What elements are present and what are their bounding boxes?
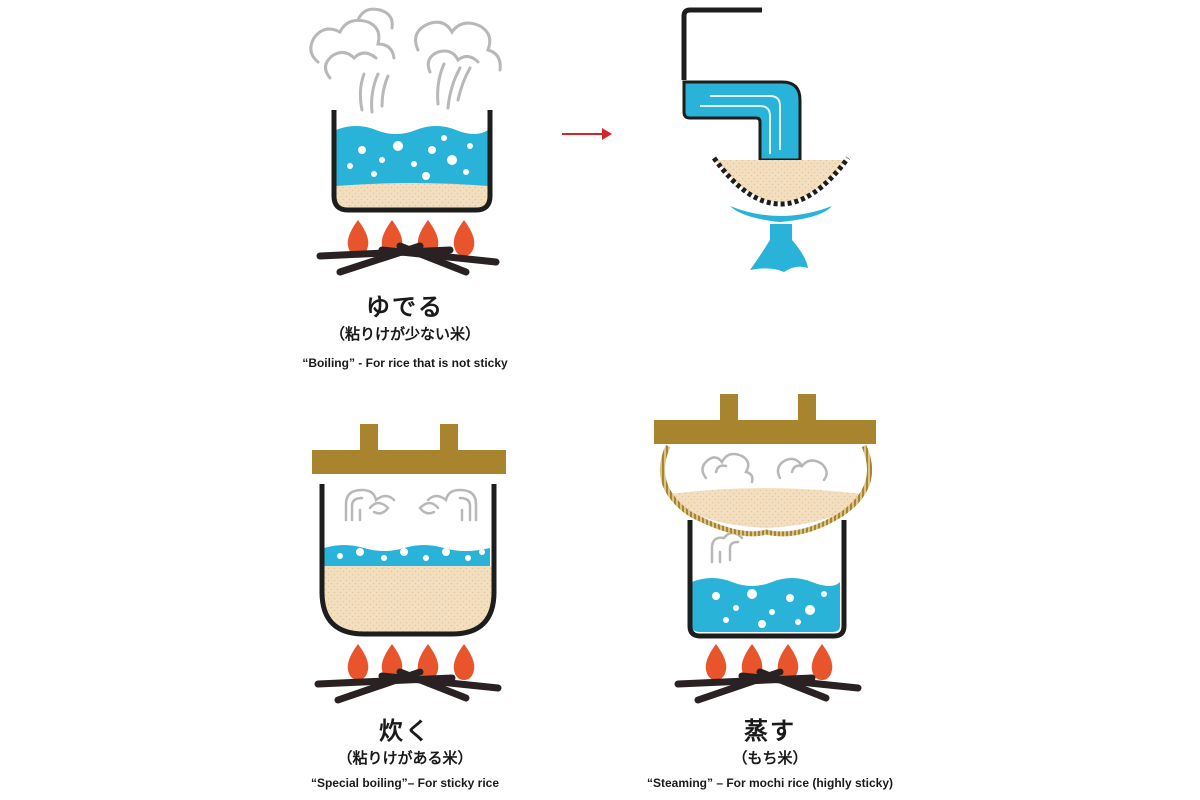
firewood-icon <box>674 668 862 704</box>
draining-water <box>750 224 808 272</box>
special-boiling-caption: 炊く （粘りけがある米） “Special boiling”– For stic… <box>250 716 560 794</box>
boiling-title: ゆでる <box>366 293 444 321</box>
water-body <box>692 578 840 632</box>
firewood-icon <box>314 668 502 704</box>
steaming-title: 蒸す <box>744 717 796 745</box>
steaming-caption-en: “Steaming” – For mochi rice (highly stic… <box>646 776 894 790</box>
rice-in-colander <box>716 160 846 202</box>
special-boiling-illustration <box>312 424 506 704</box>
pot-icon <box>687 520 847 639</box>
steaming-subtitle: （もち米） <box>732 749 808 767</box>
flame-icon <box>347 644 475 680</box>
rice-layer <box>324 566 492 632</box>
rice-in-basket <box>670 488 862 528</box>
special-boiling-subtitle: （粘りけがある米） <box>337 749 473 767</box>
steaming-caption: 蒸す （もち米） “Steaming” – For mochi rice (hi… <box>610 716 930 794</box>
water-body <box>336 126 488 186</box>
lid-icon <box>654 394 876 444</box>
lid-icon <box>312 424 506 474</box>
steam-icon <box>344 488 478 522</box>
rice-layer <box>336 183 488 208</box>
steam-icon <box>701 452 828 564</box>
boiling-caption-en: “Boiling” - For rice that is not sticky <box>302 356 508 370</box>
arrow-right-icon <box>562 128 612 140</box>
boiling-subtitle: （粘りけが少ない米） <box>329 325 480 343</box>
firewood-icon <box>316 242 500 276</box>
steamer-basket-icon <box>659 444 873 537</box>
special-boiling-caption-en: “Special boiling”– For sticky rice <box>310 776 500 790</box>
water-layer <box>324 545 490 566</box>
pouring-water <box>682 80 802 162</box>
colander-icon <box>711 156 851 207</box>
pot-icon <box>319 484 497 637</box>
boiling-illustration <box>309 7 502 276</box>
bubbles <box>347 135 473 180</box>
special-boiling-title: 炊く <box>379 717 431 745</box>
steam-icon <box>309 7 502 114</box>
draining-illustration <box>681 7 851 272</box>
boiling-caption: ゆでる （粘りけが少ない米） “Boiling” - For rice that… <box>250 292 560 374</box>
steaming-illustration <box>654 394 876 704</box>
pipe-icon <box>681 7 762 80</box>
pot-icon <box>331 110 493 213</box>
